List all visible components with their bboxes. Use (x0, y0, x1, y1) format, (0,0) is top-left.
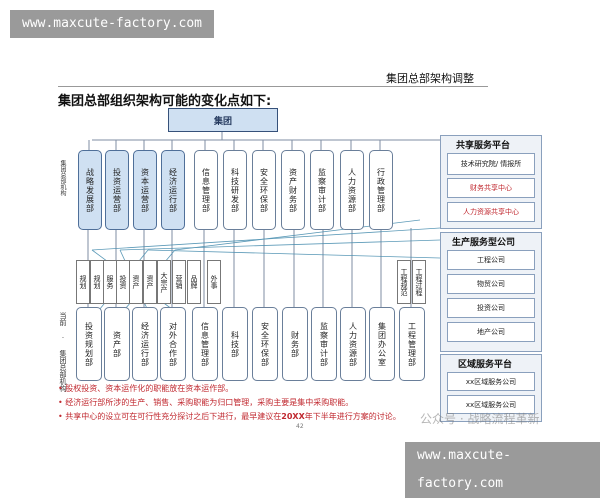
shared-item: 人力资源共享中心 (447, 202, 535, 222)
sub-unit: 工程过程 (412, 260, 426, 304)
hq-unit: 资产财务部 (281, 150, 305, 230)
bullet-3: • 共享中心的设立可在可行性充分探讨之后下进行，最早建议在20XX年下半年进行方… (58, 412, 401, 421)
sub-unit: 投资 (116, 260, 130, 304)
sub-unit: 大宗产 (157, 260, 171, 304)
hq-unit: 投资运营部 (105, 150, 129, 230)
hq-unit: 安全环保部 (252, 150, 276, 230)
group-box: 集团 (168, 108, 278, 132)
hq-row-label: 集团总部机构 (59, 160, 66, 196)
page-number: 42 (296, 423, 304, 430)
current-unit: 资产部 (104, 307, 130, 381)
connector-lines (87, 130, 441, 316)
hq-unit: 信息管理部 (194, 150, 218, 230)
current-unit: 经济运行部 (132, 307, 158, 381)
production-item: 投资公司 (447, 298, 535, 318)
sub-unit: 工程规范 (397, 260, 411, 304)
hq-unit: 战略发展部 (78, 150, 102, 230)
page-title: 集团总部组织架构可能的变化点如下: (58, 94, 272, 109)
sub-unit: 外事 (207, 260, 221, 304)
current-unit: 科技部 (222, 307, 248, 381)
sub-unit: 资产 (143, 260, 157, 304)
hq-unit: 经济运行部 (161, 150, 185, 230)
sub-unit: 营销 (172, 260, 186, 304)
current-unit: 安全环保部 (252, 307, 278, 381)
current-unit: 集团办公室 (369, 307, 395, 381)
regional-item: xx区域服务公司 (447, 372, 535, 391)
current-unit: 投资规划部 (76, 307, 102, 381)
regional-title: 区域服务平台 (458, 360, 513, 370)
current-unit: 监察审计部 (311, 307, 337, 381)
current-unit: 信息管理部 (192, 307, 218, 381)
regional-item: xx区域服务公司 (447, 395, 535, 414)
sub-unit: 品牌 (187, 260, 201, 304)
header-rule (58, 86, 488, 87)
current-unit: 人力资源部 (340, 307, 366, 381)
current-unit: 工程管理部 (399, 307, 425, 381)
production-item: 工程公司 (447, 250, 535, 270)
hq-unit: 行政管理部 (369, 150, 393, 230)
current-unit: 对外合作部 (160, 307, 186, 381)
wechat-watermark: 公众号 · 战略流程革新 (420, 412, 540, 426)
hq-unit: 人力资源部 (340, 150, 364, 230)
production-item: 物贸公司 (447, 274, 535, 294)
hq-unit: 资本运营部 (133, 150, 157, 230)
current-row-label: 当前 · 集团总部机构 (59, 312, 67, 392)
hq-unit: 科技研发部 (223, 150, 247, 230)
bullet-2: • 经济运行部所涉的生产、销售、采购职能为归口管理，采购主要是集中采购职能。 (58, 398, 354, 407)
shared-item: 技术研究院/ 情报所 (447, 153, 535, 175)
sub-unit: 规划 (90, 260, 104, 304)
sub-unit: 服务 (103, 260, 117, 304)
production-item: 地产公司 (447, 322, 535, 342)
production-title: 生产服务型公司 (452, 238, 516, 248)
sub-unit: 规划 (76, 260, 90, 304)
shared-services-title: 共享服务平台 (456, 141, 511, 151)
bullet-1: • 股权投资、资本运作化的职能放在资本运作部。 (58, 384, 234, 393)
section-header: 集团总部架构调整 (386, 72, 474, 85)
watermark-top: www.maxcute-factory.com (10, 10, 215, 38)
hq-unit: 监察审计部 (310, 150, 334, 230)
current-unit: 财务部 (282, 307, 308, 381)
shared-item: 财务共享中心 (447, 178, 535, 198)
sub-unit: 资产 (129, 260, 143, 304)
